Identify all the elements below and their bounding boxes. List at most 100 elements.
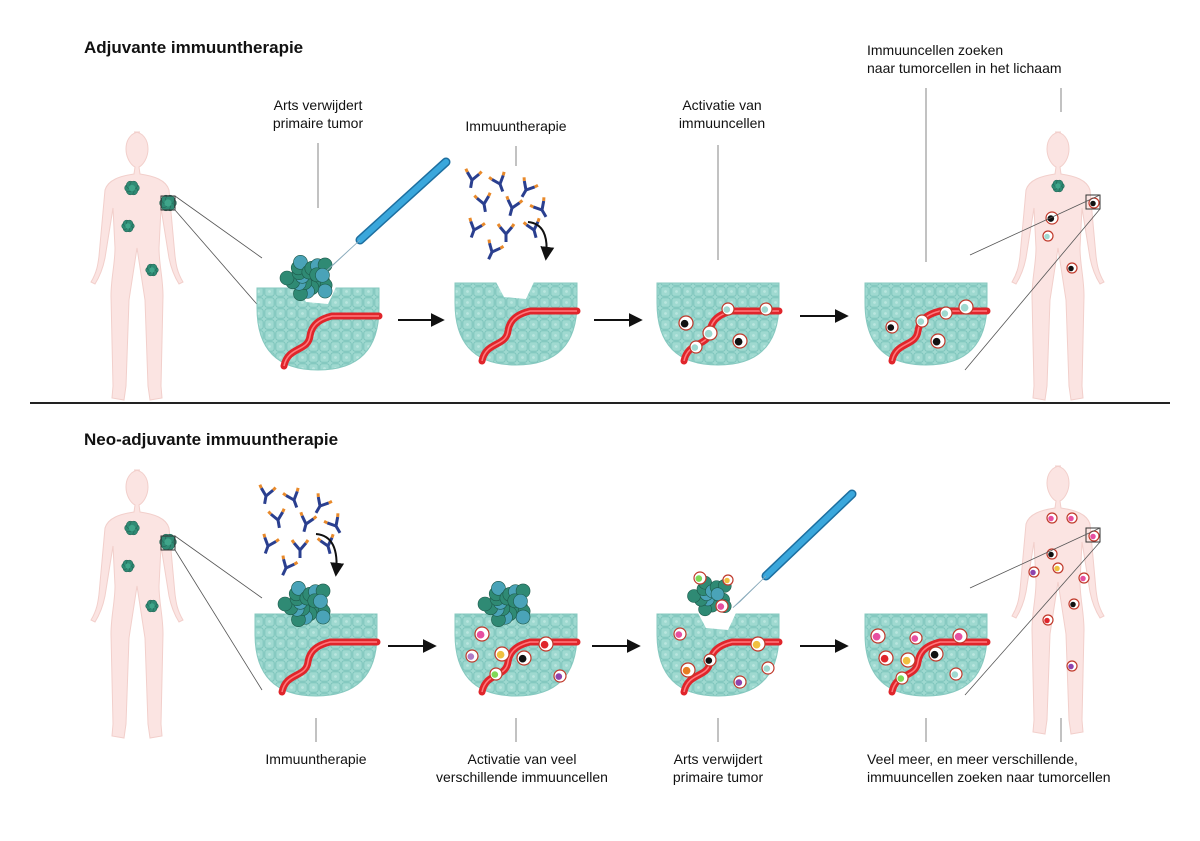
- immune-cell-icon: [750, 636, 766, 652]
- antibody-icon: [529, 197, 548, 218]
- immune-cell-icon: [693, 571, 707, 585]
- tumor-icon: [159, 194, 177, 212]
- tissue-cup: [256, 287, 380, 371]
- tissue-cup: [454, 282, 578, 366]
- zoom-indicator-neo-right: [964, 527, 1101, 696]
- human-body-icon: [90, 131, 184, 401]
- immune-cell-icon: [702, 325, 718, 341]
- antibody-icon: [316, 533, 335, 555]
- body-silhouette: [1011, 465, 1105, 735]
- antibody-icon: [522, 217, 541, 239]
- immune-cell-icon: [939, 306, 953, 320]
- antibody-icon: [496, 223, 516, 242]
- label-neo-search: Veel meer, en meer verschillende,immuunc…: [867, 751, 1111, 785]
- immune-cell-icon: [1052, 562, 1064, 574]
- curved-arrow-icon: [315, 533, 345, 577]
- tumor-icon: [159, 533, 177, 551]
- immune-cell-icon: [465, 649, 479, 663]
- immune-cell-icon: [895, 671, 909, 685]
- tissue-adj-surgery: [256, 255, 383, 371]
- immune-cell-icon: [885, 320, 899, 334]
- tissue-adj-therapy: [454, 282, 581, 366]
- zoom-indicator-neo-left: [160, 535, 263, 691]
- immune-cell-icon: [680, 662, 696, 678]
- body-silhouette: [90, 469, 184, 739]
- tissue-neo-therapy: [254, 581, 381, 697]
- tumor-icon: [145, 263, 159, 277]
- human-body-icon: [1011, 131, 1105, 401]
- tumor-removed-gap: [496, 282, 534, 299]
- zoom-indicator-adj-left: [160, 195, 263, 311]
- immune-cell-icon: [1066, 262, 1078, 274]
- scalpel-icon: [326, 157, 451, 271]
- immune-cell-icon: [553, 669, 567, 683]
- immune-cell-icon: [1046, 512, 1058, 524]
- human-body-icon: [1011, 465, 1105, 735]
- antibody-icon: [282, 487, 300, 509]
- immune-cell-icon: [949, 667, 963, 681]
- antibody-icon: [323, 513, 342, 534]
- immune-cell-icon: [759, 302, 773, 316]
- immune-cell-icon: [952, 628, 968, 644]
- immune-cell-icon: [474, 626, 490, 642]
- immune-cell-icon: [928, 646, 944, 662]
- tissue-cup: [656, 282, 780, 366]
- immune-cell-icon: [1088, 197, 1100, 209]
- immune-cell-icon: [689, 340, 703, 354]
- body-silhouette: [90, 131, 184, 401]
- antibody-icon: [468, 217, 486, 239]
- antibody-icon: [299, 511, 318, 533]
- curved-arrow-icon: [527, 221, 555, 261]
- antibody-icon: [267, 508, 286, 529]
- immune-cell-icon: [494, 646, 510, 662]
- body-silhouette: [1011, 131, 1105, 401]
- immune-cell-icon: [915, 314, 929, 328]
- immune-cell-icon: [1068, 598, 1080, 610]
- antibody-icon: [505, 195, 524, 217]
- adjuvant-title: Adjuvante immuuntherapie: [84, 38, 304, 57]
- immune-cell-icon: [900, 652, 916, 668]
- zoom-indicator-adj-right: [964, 194, 1101, 371]
- antibody-icon: [262, 533, 280, 555]
- immune-cell-icon: [909, 631, 923, 645]
- label-neo-therapy: Immuuntherapie: [265, 751, 367, 767]
- immune-cell-icon: [878, 650, 894, 666]
- immune-cell-icon: [516, 650, 532, 666]
- antibody-icon: [314, 493, 333, 514]
- antibody-icon: [290, 539, 310, 558]
- immune-cell-icon: [733, 675, 747, 689]
- tumor-icon: [1051, 179, 1065, 193]
- tumor-mass: [279, 255, 333, 301]
- tumor-mass: [477, 581, 531, 627]
- tissue-neo-surgery: [656, 613, 783, 697]
- tumor-icon: [124, 520, 140, 536]
- tumor-icon: [124, 180, 140, 196]
- immune-cell-icon: [1028, 566, 1040, 578]
- immune-cell-icon: [732, 333, 748, 349]
- antibody-icon: [464, 168, 483, 189]
- antibody-icon: [473, 192, 492, 213]
- label-adj-therapy: Immuuntherapie: [465, 118, 567, 134]
- immune-cell-icon: [870, 628, 886, 644]
- immune-cell-icon: [673, 627, 687, 641]
- immune-cell-icon: [761, 661, 775, 675]
- tumor-mass: [277, 581, 331, 627]
- scalpel-icon: [732, 489, 857, 609]
- immune-cell-icon: [958, 299, 974, 315]
- neoadjuvant-title: Neo-adjuvante immuuntherapie: [84, 430, 339, 449]
- antibody-icon: [281, 555, 299, 576]
- tumor-icon: [145, 599, 159, 613]
- tissue-adj-activation: [656, 282, 783, 366]
- immune-cell-icon: [1042, 230, 1054, 242]
- immune-cell-icon: [703, 653, 717, 667]
- immune-cell-icon: [930, 333, 946, 349]
- immune-cell-icon: [1045, 211, 1059, 225]
- tumor-icon: [121, 559, 135, 573]
- immune-cell-icon: [1078, 572, 1090, 584]
- antibody-icon: [488, 171, 506, 193]
- antibody-icon: [258, 484, 277, 505]
- immune-cell-icon: [678, 315, 694, 331]
